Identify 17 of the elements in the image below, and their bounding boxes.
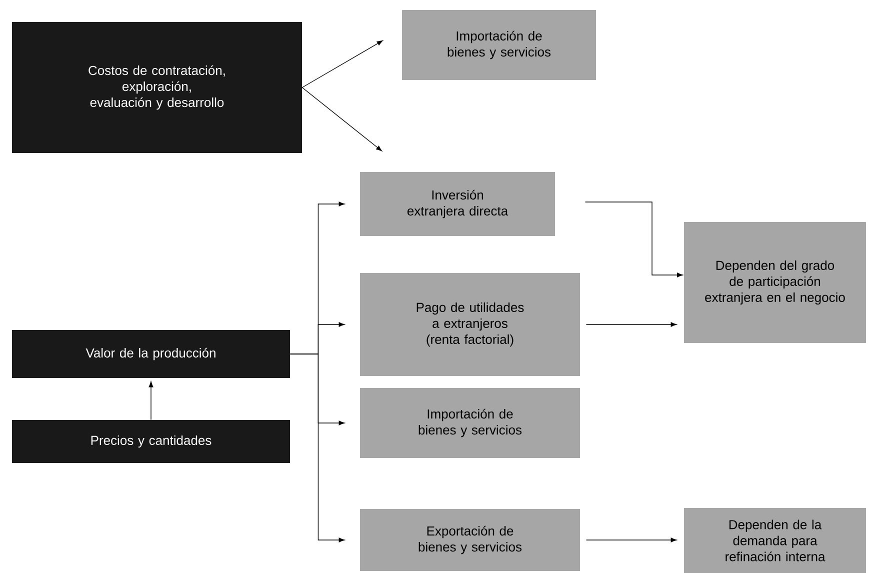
arrow <box>586 322 677 327</box>
process-box: Dependen del grado de participación extranjera en el negocio <box>684 222 866 343</box>
process-box: Inversión extranjera directa <box>360 172 555 236</box>
process-box: Importación de bienes y servicios <box>360 388 580 458</box>
process-box: Exportación de bienes y servicios <box>360 509 580 571</box>
process-box: Dependen de la demanda para refinación interna <box>684 508 866 573</box>
arrow <box>290 354 345 542</box>
process-box: Costos de contratación, exploración, evaluación y desarrollo <box>12 22 302 153</box>
arrow <box>584 202 683 278</box>
arrow <box>586 538 677 542</box>
process-box: Valor de la producción <box>12 330 290 378</box>
arrow <box>302 87 382 152</box>
process-box: Pago de utilidades a extranjeros (renta factorial) <box>360 273 580 376</box>
process-box: Importación de bienes y servicios <box>402 10 596 80</box>
arrow <box>302 40 383 88</box>
arrow <box>148 381 154 420</box>
process-box: Precios y cantidades <box>12 420 290 463</box>
